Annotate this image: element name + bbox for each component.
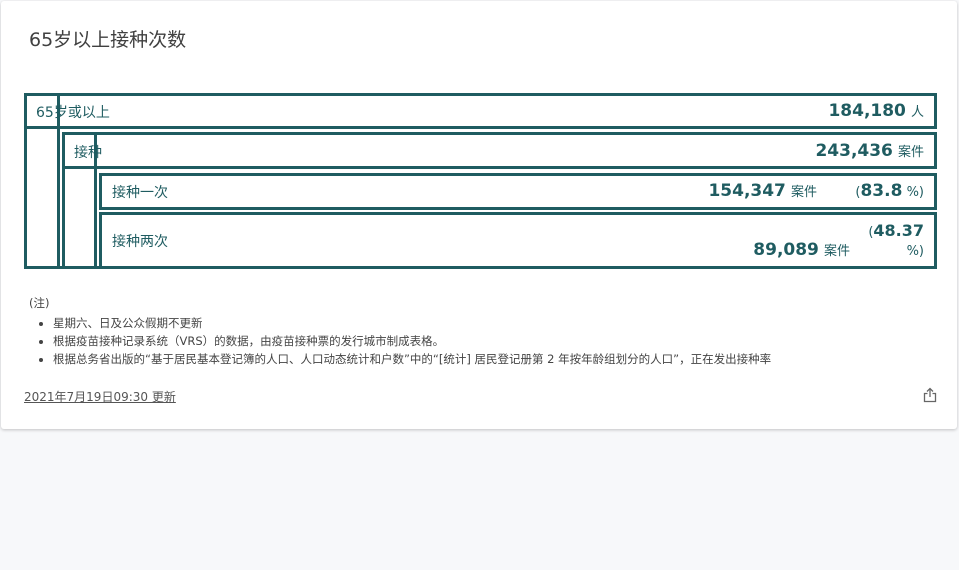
pct-number: 48.37 (873, 221, 924, 240)
updated-link[interactable]: 2021年7月19日09:30 更新 (24, 390, 176, 404)
pct-close: %) (906, 185, 924, 200)
vaccination-card: 65岁以上接种次数 65岁或以上 184,180 人 接种 243,436 案件… (1, 1, 957, 429)
row-label-vaccinated: 接种 (74, 145, 102, 161)
value-number: 243,436 (815, 141, 893, 161)
row-value-second-dose: 89,089 案件 (753, 240, 850, 260)
value-number: 184,180 (828, 101, 906, 121)
value-number: 154,347 (708, 181, 786, 201)
row-value-vaccinated: 243,436 案件 (815, 141, 924, 161)
pct-open: ( (868, 225, 874, 240)
value-unit: 案件 (823, 244, 850, 259)
notes: (注) 星期六、日及公众假期不更新 根据疫苗接种记录系统（VRS）的数据，由疫苗… (29, 295, 771, 368)
note-item: 根据总务省出版的“基于居民基本登记簿的人口、人口动态统计和户数”中的“[统计] … (53, 350, 771, 368)
value-unit: 案件 (897, 145, 924, 160)
bar-first-dose-frame (99, 173, 937, 210)
gap (57, 129, 937, 132)
row-value-first-dose: 154,347 案件 (708, 181, 817, 201)
row-pct-second-dose: (48.37 %) (864, 221, 924, 261)
share-icon-glyph (923, 387, 937, 403)
row-label-65-plus: 65岁或以上 (36, 105, 110, 121)
share-icon[interactable] (922, 387, 938, 403)
row-pct-first-dose: (83.8 %) (855, 181, 924, 201)
bar-second-dose-frame (99, 212, 937, 269)
card-title: 65岁以上接种次数 (29, 29, 187, 51)
value-unit: 案件 (790, 185, 817, 200)
row-value-65-plus: 184,180 人 (828, 101, 924, 121)
note-item: 星期六、日及公众假期不更新 (53, 314, 771, 332)
value-unit: 人 (910, 105, 924, 120)
pct-open: ( (855, 185, 861, 200)
row-label-second-dose: 接种两次 (112, 234, 168, 250)
bar-vaccinated-left (62, 132, 97, 269)
pct-number: 83.8 (860, 181, 903, 201)
value-number: 89,089 (753, 240, 819, 260)
row-label-first-dose: 接种一次 (112, 185, 168, 201)
notes-list: 星期六、日及公众假期不更新 根据疫苗接种记录系统（VRS）的数据，由疫苗接种票的… (29, 314, 771, 368)
notes-heading: (注) (29, 296, 50, 310)
pct-close: %) (906, 244, 924, 259)
bar-65-plus-top (24, 93, 937, 129)
note-item: 根据疫苗接种记录系统（VRS）的数据，由疫苗接种票的发行城市制成表格。 (53, 332, 771, 350)
gap (62, 167, 937, 173)
bar-65-plus-left (24, 93, 60, 269)
bar-vaccinated-top (62, 132, 937, 169)
gap (97, 210, 937, 212)
